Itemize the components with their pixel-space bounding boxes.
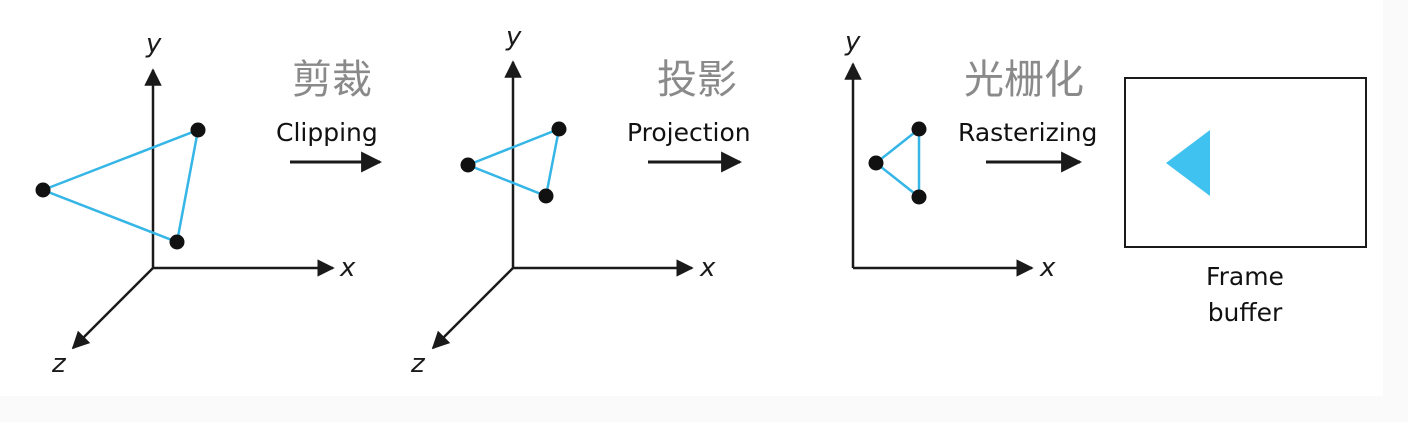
stage-3-vertex-bottom	[911, 189, 927, 205]
stage-1-y-label: y	[145, 29, 162, 59]
framebuffer: Frame buffer	[1124, 77, 1367, 327]
stage-3-y-label: y	[844, 27, 861, 57]
step-projection: 投影 Projection	[627, 57, 751, 173]
stage-1-vertex-top	[190, 122, 206, 138]
stage-2-x-label: x	[699, 253, 716, 283]
step-clipping-cn-label: 剪裁	[292, 57, 372, 103]
framebuffer-label-line2: buffer	[1208, 298, 1283, 327]
step-rasterizing-en-label: Rasterizing	[958, 118, 1097, 147]
framebuffer-box	[1124, 77, 1367, 248]
stage-3-vertex-top	[911, 121, 927, 137]
stage-1-vertex-left	[35, 182, 51, 198]
stage-2-z-label: z	[410, 349, 426, 379]
stage-2-vertex-bottom	[538, 188, 554, 204]
stage-1-3d-scene: y x z	[35, 29, 356, 379]
step-clipping: 剪裁 Clipping	[276, 57, 383, 173]
step-clipping-en-label: Clipping	[276, 118, 378, 147]
stage-1-z-label: z	[51, 349, 67, 379]
stage-1-vertex-bottom	[169, 234, 185, 250]
stage-3-triangle	[873, 126, 921, 200]
stage-2-vertex-left	[460, 157, 476, 173]
stage-2-y-label: y	[505, 22, 522, 52]
step-rasterizing: 光栅化 Rasterizing	[958, 57, 1097, 173]
stage-3-x-label: x	[1039, 253, 1056, 283]
stage-1-x-label: x	[339, 253, 356, 283]
stage-2-3d-scene: y x z	[410, 22, 716, 379]
step-projection-en-label: Projection	[627, 118, 751, 147]
stage-1-triangle	[39, 128, 200, 244]
stage-2-triangle	[464, 126, 561, 198]
stage-2-z-axis	[431, 267, 514, 350]
stage-3-vertex-left	[868, 155, 884, 171]
stage-1-z-axis	[71, 267, 154, 350]
framebuffer-label-line1: Frame	[1206, 262, 1284, 291]
step-rasterizing-cn-label: 光栅化	[964, 57, 1084, 103]
step-projection-cn-label: 投影	[657, 57, 737, 103]
stage-3-2d-scene: y x	[844, 27, 1056, 283]
stage-2-vertex-top	[551, 121, 567, 137]
framebuffer-rasterized-triangle	[1166, 130, 1210, 196]
